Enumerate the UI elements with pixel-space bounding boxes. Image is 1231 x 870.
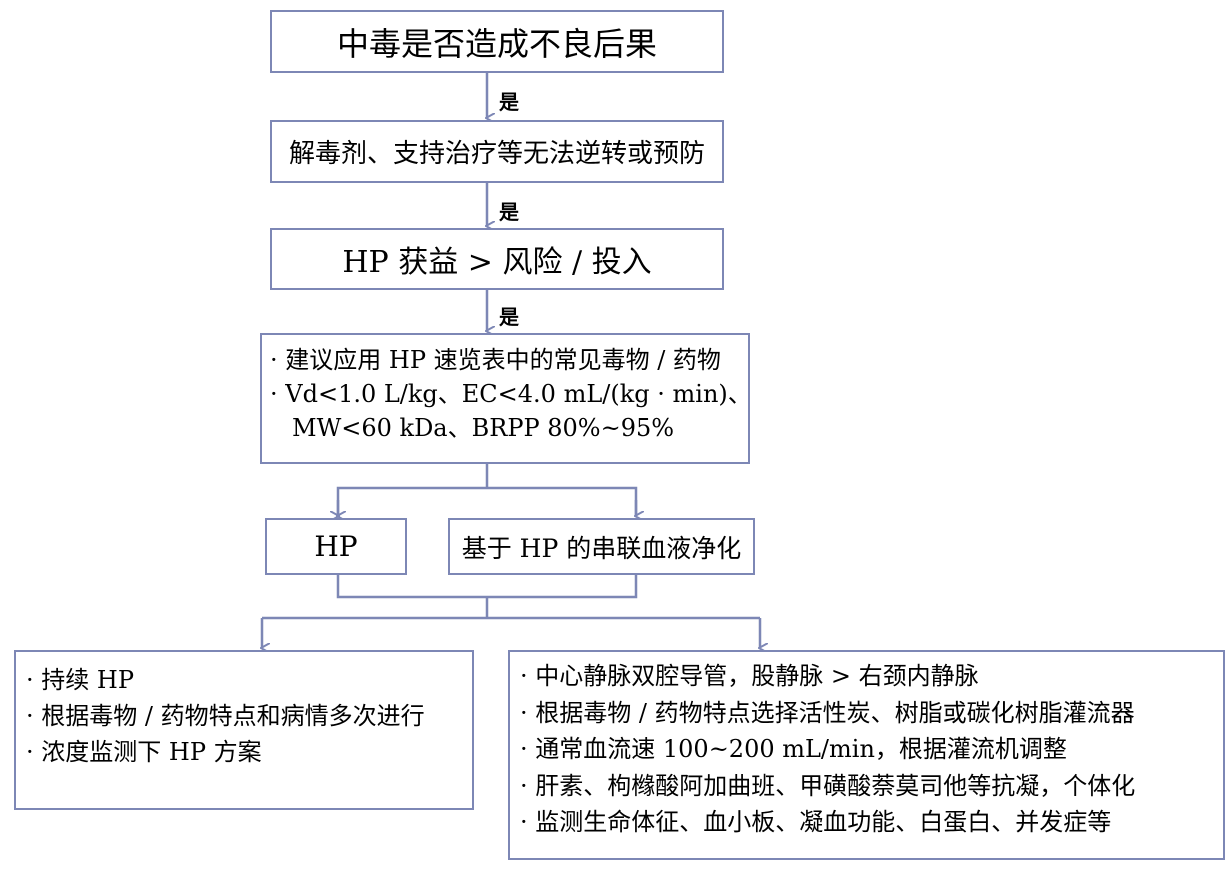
operation-line: · 根据毒物 / 药物特点选择活性炭、树脂或碳化树脂灌流器 — [520, 698, 1135, 727]
node-poisoning-harm: 中毒是否造成不良后果 — [270, 10, 724, 73]
operation-line: · 肝素、枸橼酸阿加曲班、甲磺酸萘莫司他等抗凝，个体化 — [520, 771, 1136, 800]
mode-line: · 浓度监测下 HP 方案 — [26, 738, 262, 766]
node-text: HP — [314, 530, 358, 563]
operation-line: · 中心静脉双腔导管，股静脉 > 右颈内静脉 — [520, 662, 979, 690]
edge-label-yes: 是 — [499, 90, 519, 114]
indication-line: · 建议应用 HP 速览表中的常见毒物 / 药物 — [270, 346, 721, 374]
arrow-to-hp — [338, 486, 638, 516]
node-hp-series-purification: 基于 HP 的串联血液净化 — [448, 518, 755, 575]
operation-line: · 通常血流速 100~200 mL/min，根据灌流机调整 — [520, 735, 1067, 763]
mode-line: · 根据毒物 / 药物特点和病情多次进行 — [26, 702, 425, 730]
node-hp-modes: · 持续 HP · 根据毒物 / 药物特点和病情多次进行 · 浓度监测下 HP … — [14, 650, 474, 810]
node-text: HP 获益 > 风险 / 投入 — [342, 245, 652, 280]
edge-label-yes: 是 — [499, 305, 519, 329]
node-text: 解毒剂、支持治疗等无法逆转或预防 — [288, 139, 705, 169]
mode-line: · 持续 HP — [26, 666, 134, 694]
node-hp-operation: · 中心静脉双腔导管，股静脉 > 右颈内静脉 · 根据毒物 / 药物特点选择活性… — [508, 650, 1225, 860]
indication-line: MW<60 kDa、BRPP 80%~95% — [292, 414, 675, 442]
node-text: 中毒是否造成不良后果 — [336, 24, 657, 63]
node-hp: HP — [265, 518, 407, 575]
node-text: 基于 HP 的串联血液净化 — [461, 533, 742, 563]
edge-label-yes: 是 — [499, 200, 519, 224]
node-benefit-risk: HP 获益 > 风险 / 投入 — [270, 228, 724, 290]
node-hp-indications: · 建议应用 HP 速览表中的常见毒物 / 药物 · Vd<1.0 L/kg、E… — [260, 333, 752, 464]
merge-line — [336, 575, 638, 599]
operation-line: · 监测生命体征、血小板、凝血功能、白蛋白、并发症等 — [520, 808, 1112, 836]
indication-line: · Vd<1.0 L/kg、EC<4.0 mL/(kg · min)、 — [270, 380, 752, 408]
node-antidote-failed: 解毒剂、支持治疗等无法逆转或预防 — [270, 120, 724, 183]
